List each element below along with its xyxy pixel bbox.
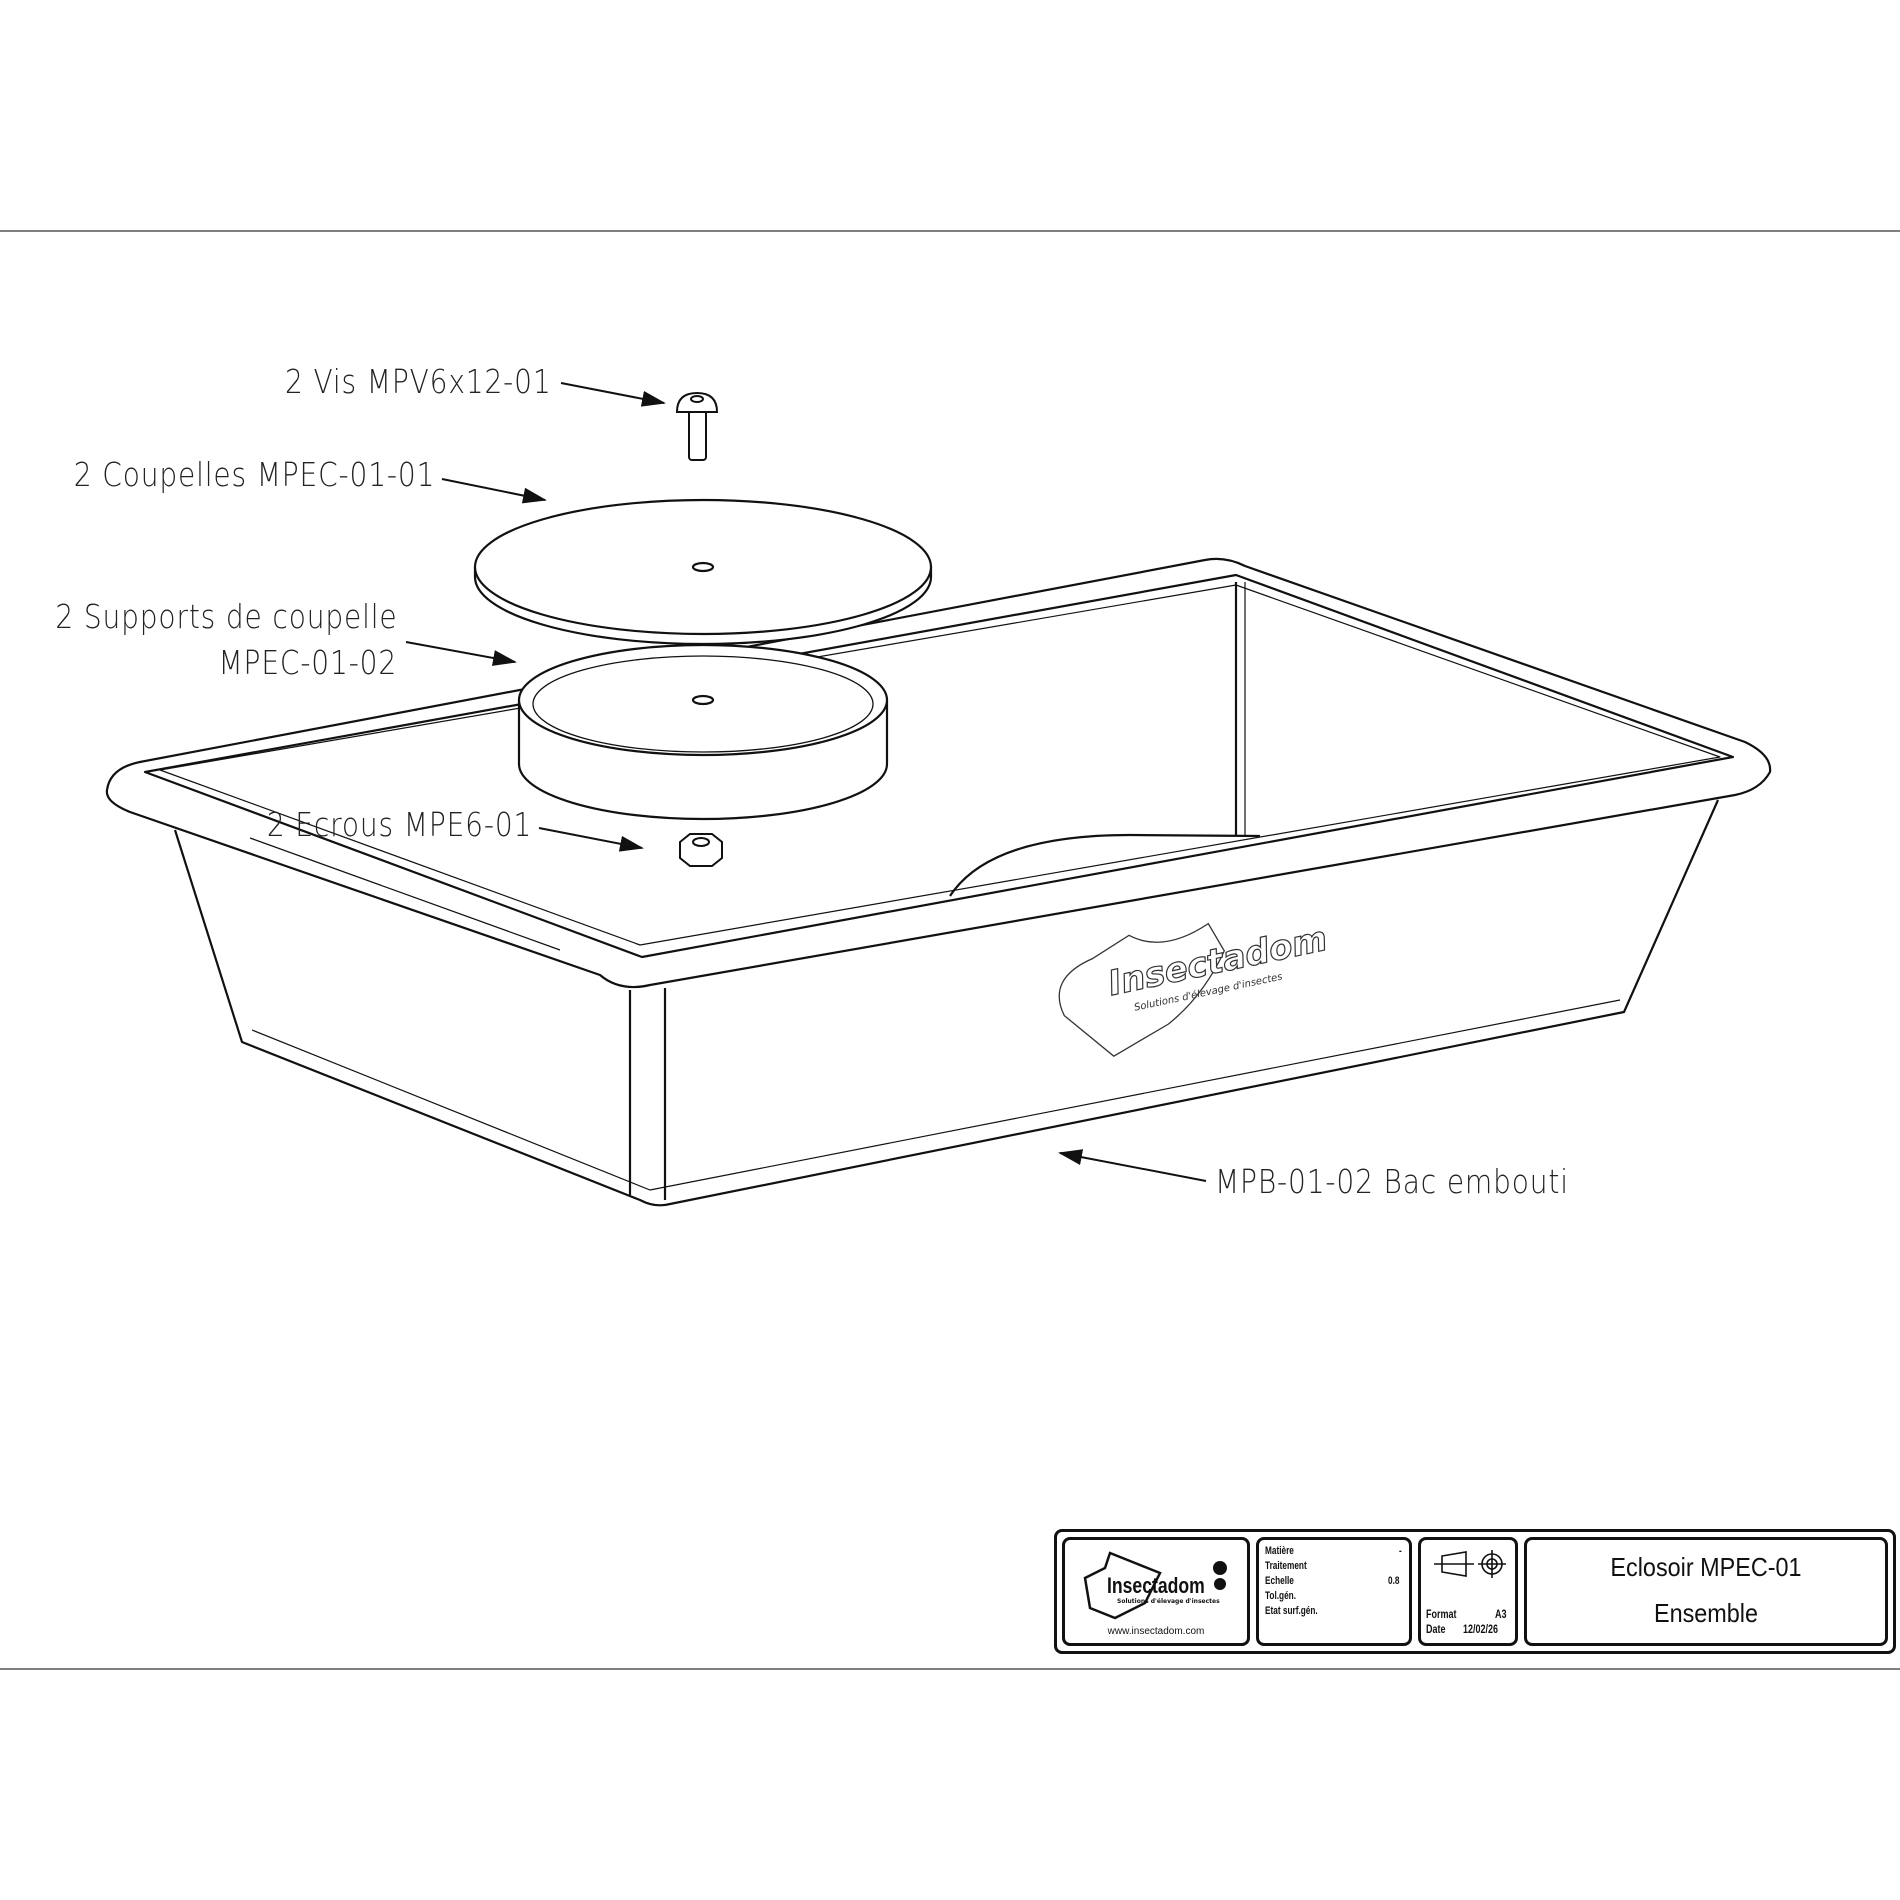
field-label-tolerance: Tol.gén. xyxy=(1265,1590,1297,1602)
cup-support xyxy=(517,643,889,821)
field-label-material: Matière xyxy=(1265,1545,1294,1557)
callout-support-line2: MPEC-01-02 xyxy=(218,643,397,682)
field-label-treatment: Traitement xyxy=(1265,1560,1307,1572)
format-value: A3 xyxy=(1494,1607,1507,1621)
date-value: 12/02/26 xyxy=(1463,1622,1499,1636)
field-label-scale: Echelle xyxy=(1265,1575,1294,1587)
cup xyxy=(473,498,933,646)
tray-logo: Insectadom Solutions d'élevage d'insecte… xyxy=(1058,918,1331,1057)
field-value-material: - xyxy=(1399,1545,1403,1557)
field-value-scale: 0.8 xyxy=(1387,1575,1400,1587)
website: www.insectadom.com xyxy=(1107,1626,1205,1637)
projection-symbol-icon xyxy=(1434,1550,1506,1578)
field-label-surface: Etat surf.gén. xyxy=(1265,1605,1318,1617)
callout-nut: 2 Ecrous MPE6-01 xyxy=(266,805,532,844)
format-label: Format xyxy=(1426,1607,1457,1621)
nut xyxy=(679,833,723,867)
tray xyxy=(105,557,1772,1207)
title-block-projection-cell: Format A3 Date 12/02/26 xyxy=(1418,1537,1518,1646)
france-map-logo-icon xyxy=(1083,1551,1227,1620)
callout-cup: 2 Coupelles MPEC-01-01 xyxy=(73,455,435,494)
title-block: Insectadom Solutions d'élevage d'insecte… xyxy=(1054,1529,1896,1654)
logo-tagline: Solutions d'élevage d'insectes xyxy=(1117,1598,1220,1605)
drawing-title: Eclosoir MPEC-01 xyxy=(1610,1552,1802,1582)
title-block-title-cell: Eclosoir MPEC-01 Ensemble xyxy=(1524,1537,1888,1646)
screw xyxy=(675,391,719,461)
logo-brand: Insectadom xyxy=(1107,1573,1205,1598)
title-block-logo-cell: Insectadom Solutions d'élevage d'insecte… xyxy=(1062,1537,1250,1646)
callout-tray: MPB-01-02 Bac embouti xyxy=(1215,1162,1569,1201)
callout-arrows xyxy=(405,382,1207,1182)
callout-screw: 2 Vis MPV6x12-01 xyxy=(285,362,552,401)
drawing-subtitle: Ensemble xyxy=(1653,1598,1759,1628)
callout-support-line1: 2 Supports de coupelle xyxy=(54,597,397,636)
date-label: Date xyxy=(1426,1622,1446,1636)
